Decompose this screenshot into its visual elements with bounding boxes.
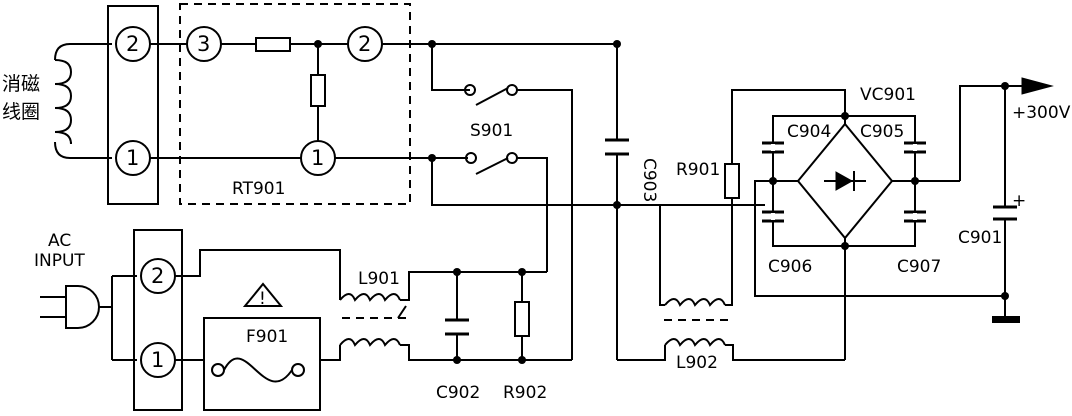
c907-capacitor xyxy=(904,210,926,223)
r902-resistor xyxy=(514,301,530,337)
degauss-coil-label-line1: 消磁 xyxy=(2,73,40,95)
c906-capacitor xyxy=(762,210,784,223)
c907-label: C907 xyxy=(897,257,941,277)
rt901-series-resistor xyxy=(255,37,291,52)
c901-capacitor xyxy=(993,205,1017,221)
vc901-label: VC901 xyxy=(860,85,916,105)
c904-label: C904 xyxy=(787,122,831,142)
rt901-pin-3-label: 3 xyxy=(197,32,210,56)
c905-label: C905 xyxy=(860,122,904,142)
s901-label: S901 xyxy=(470,121,513,141)
f901-fuse-box xyxy=(203,317,321,411)
warning-triangle-icon xyxy=(242,282,284,307)
c901-polarity: + xyxy=(1012,191,1026,211)
diode-symbol-icon xyxy=(835,171,854,191)
warning-symbol-label: ! xyxy=(259,289,266,309)
output-voltage-label: +300V xyxy=(1012,103,1071,123)
degauss-pin-2-label: 2 xyxy=(126,32,139,56)
c905-capacitor xyxy=(904,141,926,154)
rt901-ptc-element xyxy=(310,74,326,107)
r901-label: R901 xyxy=(676,160,720,180)
l901-label: L901 xyxy=(358,269,400,289)
l902-label: L902 xyxy=(676,353,718,373)
ac-plug-icon xyxy=(40,285,100,329)
c906-label: C906 xyxy=(768,257,812,277)
ac-pin-2-label: 2 xyxy=(151,264,164,288)
degauss-coil-label-line2: 线圈 xyxy=(2,101,40,123)
rt901-pin-2-label: 2 xyxy=(358,32,371,56)
rt901-module-box xyxy=(179,3,411,205)
fuse-element xyxy=(223,357,293,383)
degauss-connector xyxy=(107,5,159,205)
r901-resistor xyxy=(724,163,740,199)
r902-label: R902 xyxy=(503,383,547,403)
output-arrow-icon xyxy=(1021,77,1054,95)
ac-pin-1-label: 1 xyxy=(151,348,164,372)
c902-label: C902 xyxy=(436,383,480,403)
c904-capacitor xyxy=(762,141,784,154)
ac-connector xyxy=(133,229,183,411)
ac-input-label-line1: AC xyxy=(48,231,71,251)
rt901-label: RT901 xyxy=(232,179,285,199)
f901-label: F901 xyxy=(246,327,288,347)
ac-input-label-line2: INPUT xyxy=(34,251,85,271)
degauss-coil xyxy=(54,43,112,159)
c901-label: C901 xyxy=(958,228,1002,248)
ground-icon xyxy=(992,316,1020,323)
rt901-pin-1-label: 1 xyxy=(311,146,324,170)
c903-label: C903 xyxy=(639,158,659,202)
degauss-pin-1-label: 1 xyxy=(126,146,139,170)
